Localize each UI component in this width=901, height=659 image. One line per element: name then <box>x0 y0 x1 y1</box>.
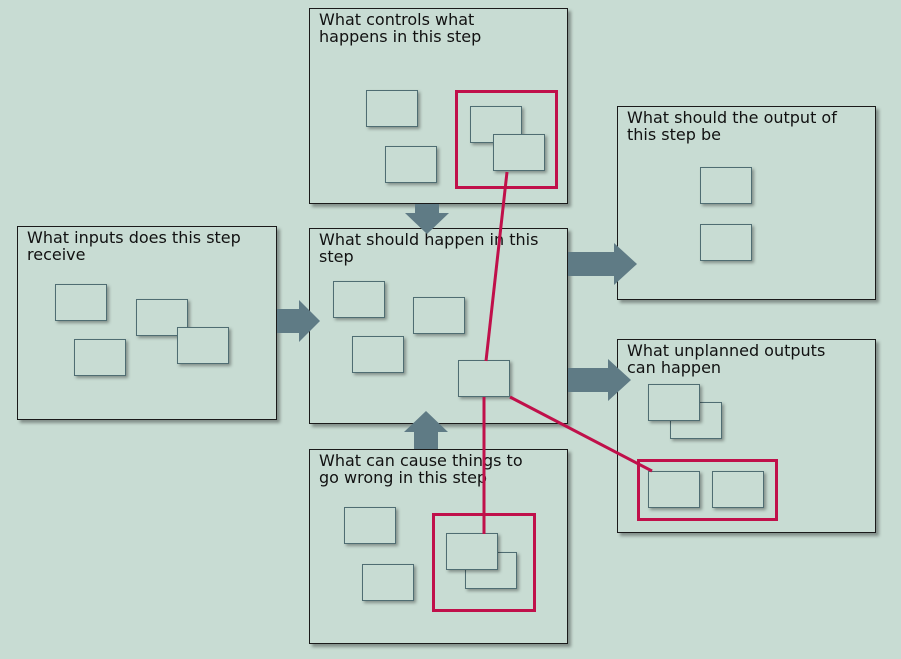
controls-panel: What controls what happens in this step <box>309 8 568 204</box>
sticky-note[interactable] <box>648 471 700 508</box>
unplanned-panel-title: What unplanned outputs can happen <box>627 341 826 377</box>
output-panel-title: What should the output of this step be <box>627 108 837 144</box>
sticky-note[interactable] <box>700 167 752 204</box>
sticky-note[interactable] <box>55 284 107 321</box>
process-note[interactable] <box>458 360 510 397</box>
sticky-note[interactable] <box>700 224 752 261</box>
sticky-note[interactable] <box>344 507 396 544</box>
sticky-note[interactable] <box>446 533 498 570</box>
unplanned-highlighted-group <box>637 459 778 521</box>
wrong-highlighted-group <box>432 513 536 612</box>
sticky-note[interactable] <box>366 90 418 127</box>
process-panel-title: What should happen in this step <box>319 230 539 266</box>
controls-panel-title: What controls what happens in this step <box>319 10 482 46</box>
controls-highlighted-group <box>455 90 558 189</box>
sticky-note[interactable] <box>352 336 404 373</box>
sticky-note[interactable] <box>74 339 126 376</box>
sticky-note[interactable] <box>333 281 385 318</box>
wrong-panel-title: What can cause things to go wrong in thi… <box>319 451 523 487</box>
sticky-note[interactable] <box>712 471 764 508</box>
inputs-panel-title: What inputs does this step receive <box>27 228 241 264</box>
process-panel: What should happen in this step <box>309 228 568 424</box>
sticky-note[interactable] <box>648 384 700 421</box>
sticky-note[interactable] <box>385 146 437 183</box>
sticky-note[interactable] <box>413 297 465 334</box>
sticky-note[interactable] <box>493 134 545 171</box>
sticky-note[interactable] <box>362 564 414 601</box>
sticky-note[interactable] <box>177 327 229 364</box>
